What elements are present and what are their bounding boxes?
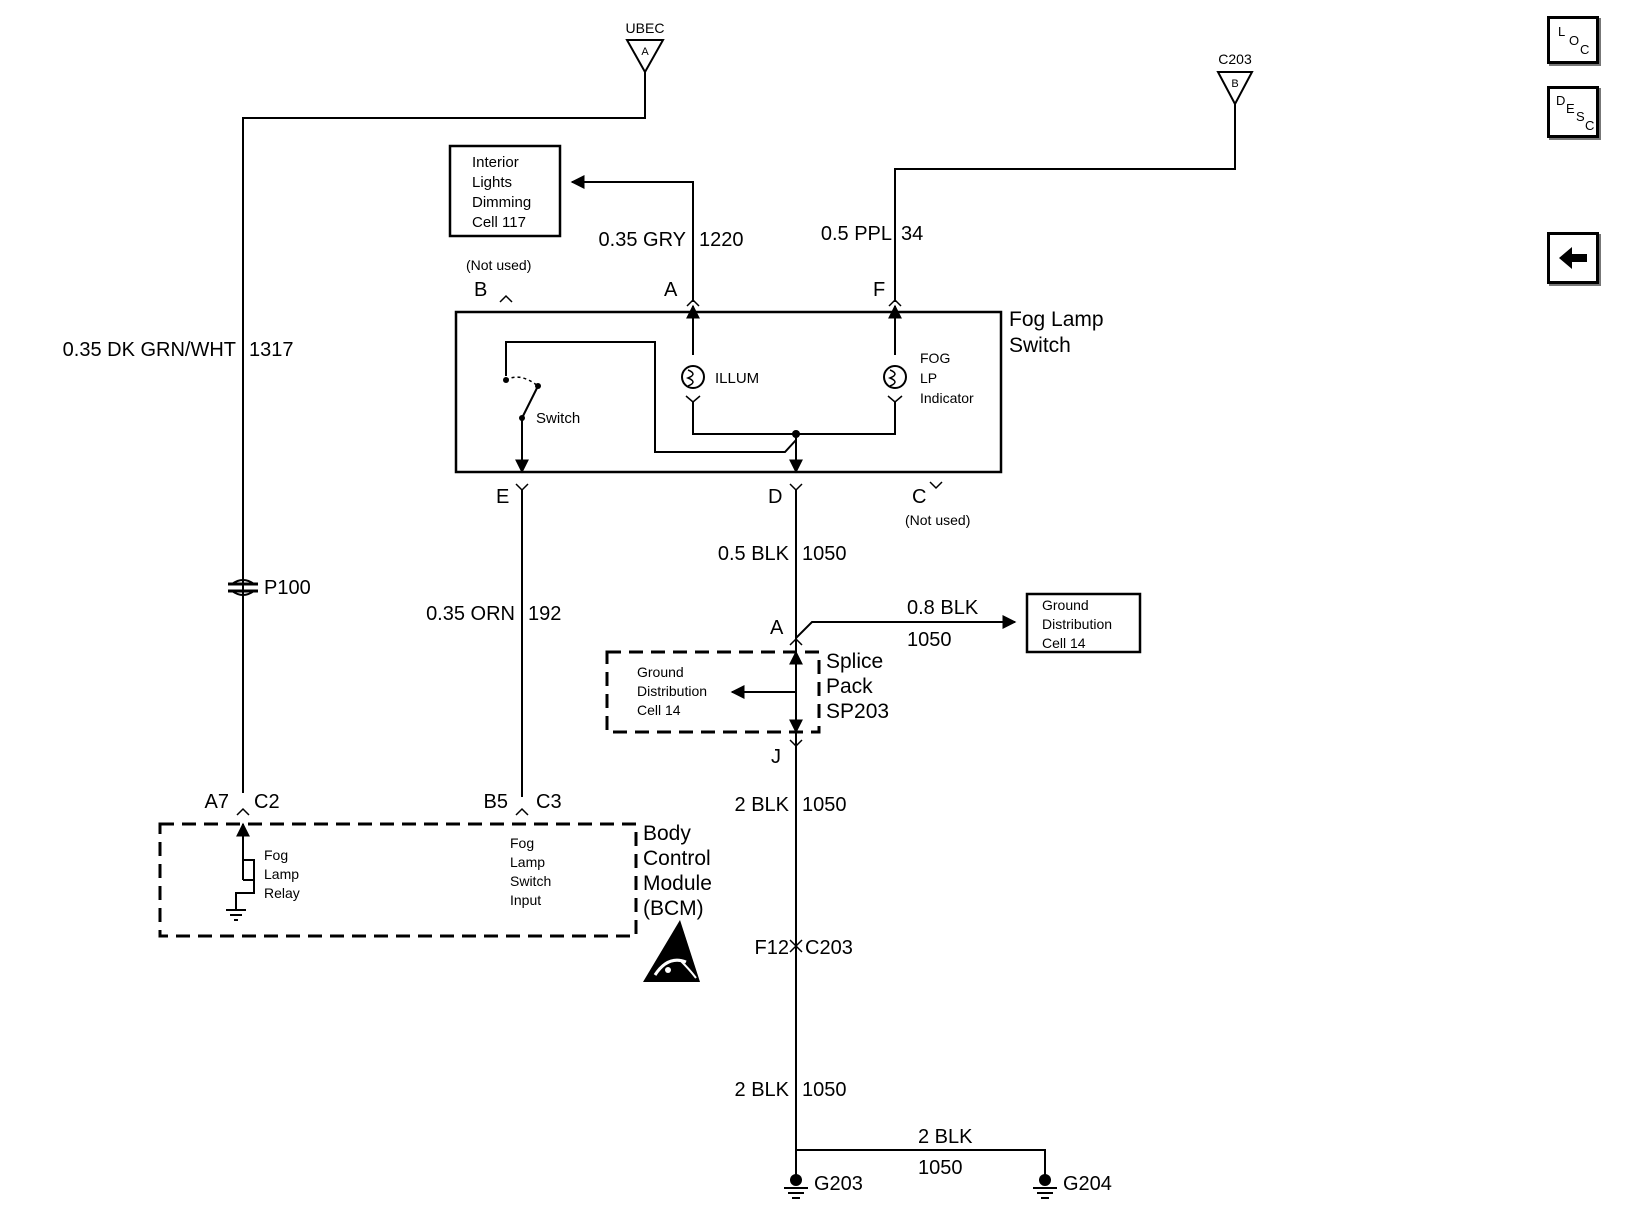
pin-c2: C2 [254, 791, 280, 813]
wire-1220-label: 0.35 GRY [599, 229, 686, 251]
switch-label: Switch [536, 410, 580, 427]
wire-0-8-blk-label: 0.8 BLK [907, 597, 979, 619]
wire-192-label: 0.35 ORN [426, 603, 515, 625]
bulb-return [692, 402, 896, 435]
description-button[interactable]: D E S C [1547, 86, 1599, 138]
relay-ground-icon [226, 909, 246, 921]
pin-c-not-used: (Not used) [905, 512, 970, 528]
fog-indicator-label: FOG LP Indicator [920, 350, 974, 406]
wire-0-8-blk [795, 615, 1017, 639]
p100-passthrough [228, 579, 258, 596]
c203-top-connector: C203 B [1216, 51, 1254, 107]
pin-f: F [873, 279, 885, 301]
inline-c203-label: C203 [805, 937, 853, 959]
switch-contact-icon [521, 385, 539, 419]
ground-dist-right-label: Ground Distribution Cell 14 [1042, 597, 1116, 651]
circuit-192: 192 [528, 603, 561, 625]
esd-warning-icon [643, 920, 700, 982]
g203-label: G203 [814, 1173, 863, 1195]
pin-e: E [496, 486, 509, 508]
illum-label: ILLUM [715, 370, 759, 387]
splice-pack-box [605, 650, 821, 734]
fog-lamp-switch-label: Fog Lamp Switch [1009, 308, 1109, 357]
pin-b: B [474, 279, 487, 301]
circuit-1050-mid: 1050 [802, 794, 847, 816]
bcm-box [158, 822, 638, 938]
splice-pin-j: J [771, 746, 781, 768]
left-arrow-icon [1559, 247, 1587, 269]
desc-letter-e: E [1566, 101, 1575, 116]
loc-letter-c: C [1580, 42, 1590, 57]
pin-a7: A7 [205, 791, 229, 813]
ground-dist-box-right [1025, 592, 1142, 654]
wire-2blk-label-2: 2 BLK [735, 1079, 790, 1101]
circuit-1050-ground: 1050 [918, 1157, 963, 1179]
location-button[interactable]: L O C [1547, 16, 1599, 64]
inline-c203-connector-icon [789, 939, 803, 953]
circuit-1050-side: 1050 [907, 629, 952, 651]
p100-label: P100 [264, 577, 311, 599]
interior-lights-box [448, 144, 562, 238]
wire-g204 [795, 1149, 1046, 1176]
wire-2blk-label-1: 2 BLK [735, 794, 790, 816]
circuit-1220: 1220 [699, 229, 744, 251]
pin-f12: F12 [755, 937, 789, 959]
c203-top-pin: B [1231, 78, 1238, 90]
desc-letter-c: C [1585, 118, 1595, 133]
circuit-1050-low: 1050 [802, 1079, 847, 1101]
interior-lights-label: Interior Lights Dimming Cell 117 [472, 154, 535, 231]
illum-bulb-icon [681, 365, 705, 389]
pin-a: A [664, 279, 678, 301]
pin-d: D [768, 486, 782, 508]
desc-letter-d: D [1556, 93, 1566, 108]
back-button[interactable] [1547, 232, 1599, 284]
fog-lamp-switch-box [454, 310, 1003, 474]
relay-driver-icon [243, 859, 255, 881]
bcm-label: Body Control Module (BCM) [643, 822, 718, 920]
loc-letter-l: L [1558, 24, 1566, 39]
fog-switch-input-label: Fog Lamp Switch Input [510, 835, 555, 908]
wire-1050-label: 0.5 BLK [718, 543, 790, 565]
g204-ground-icon [1033, 1174, 1057, 1199]
pin-b5: B5 [484, 791, 508, 813]
pin-c: C [912, 486, 926, 508]
switch-return [505, 341, 797, 453]
ground-dist-splice-label: Ground Distribution Cell 14 [637, 664, 711, 718]
wire-34 [894, 104, 1236, 302]
ubec-connector: UBEC A [625, 20, 665, 75]
circuit-1317: 1317 [249, 339, 294, 361]
fog-lamp-relay-label: Fog Lamp Relay [264, 847, 303, 901]
splice-pack-label: Splice Pack SP203 [826, 650, 889, 723]
loc-letter-o: O [1569, 33, 1580, 48]
c203-top-label: C203 [1218, 51, 1252, 67]
wire-1317 [242, 72, 646, 793]
ubec-label: UBEC [626, 20, 665, 36]
pin-b-not-used: (Not used) [466, 257, 531, 273]
wire-2blk-label-3: 2 BLK [918, 1126, 973, 1148]
g203-ground-icon [784, 1174, 808, 1199]
desc-letter-s: S [1576, 109, 1585, 124]
wire-1220 [570, 175, 694, 302]
fog-indicator-bulb-icon [883, 365, 907, 389]
g204-label: G204 [1063, 1173, 1112, 1195]
wire-1317-label: 0.35 DK GRN/WHT [63, 339, 236, 361]
pin-c3: C3 [536, 791, 562, 813]
wire-34-label: 0.5 PPL [821, 223, 892, 245]
circuit-34: 34 [901, 223, 923, 245]
ubec-pin: A [641, 46, 649, 58]
circuit-1050-top: 1050 [802, 543, 847, 565]
splice-pin-a: A [770, 617, 784, 639]
